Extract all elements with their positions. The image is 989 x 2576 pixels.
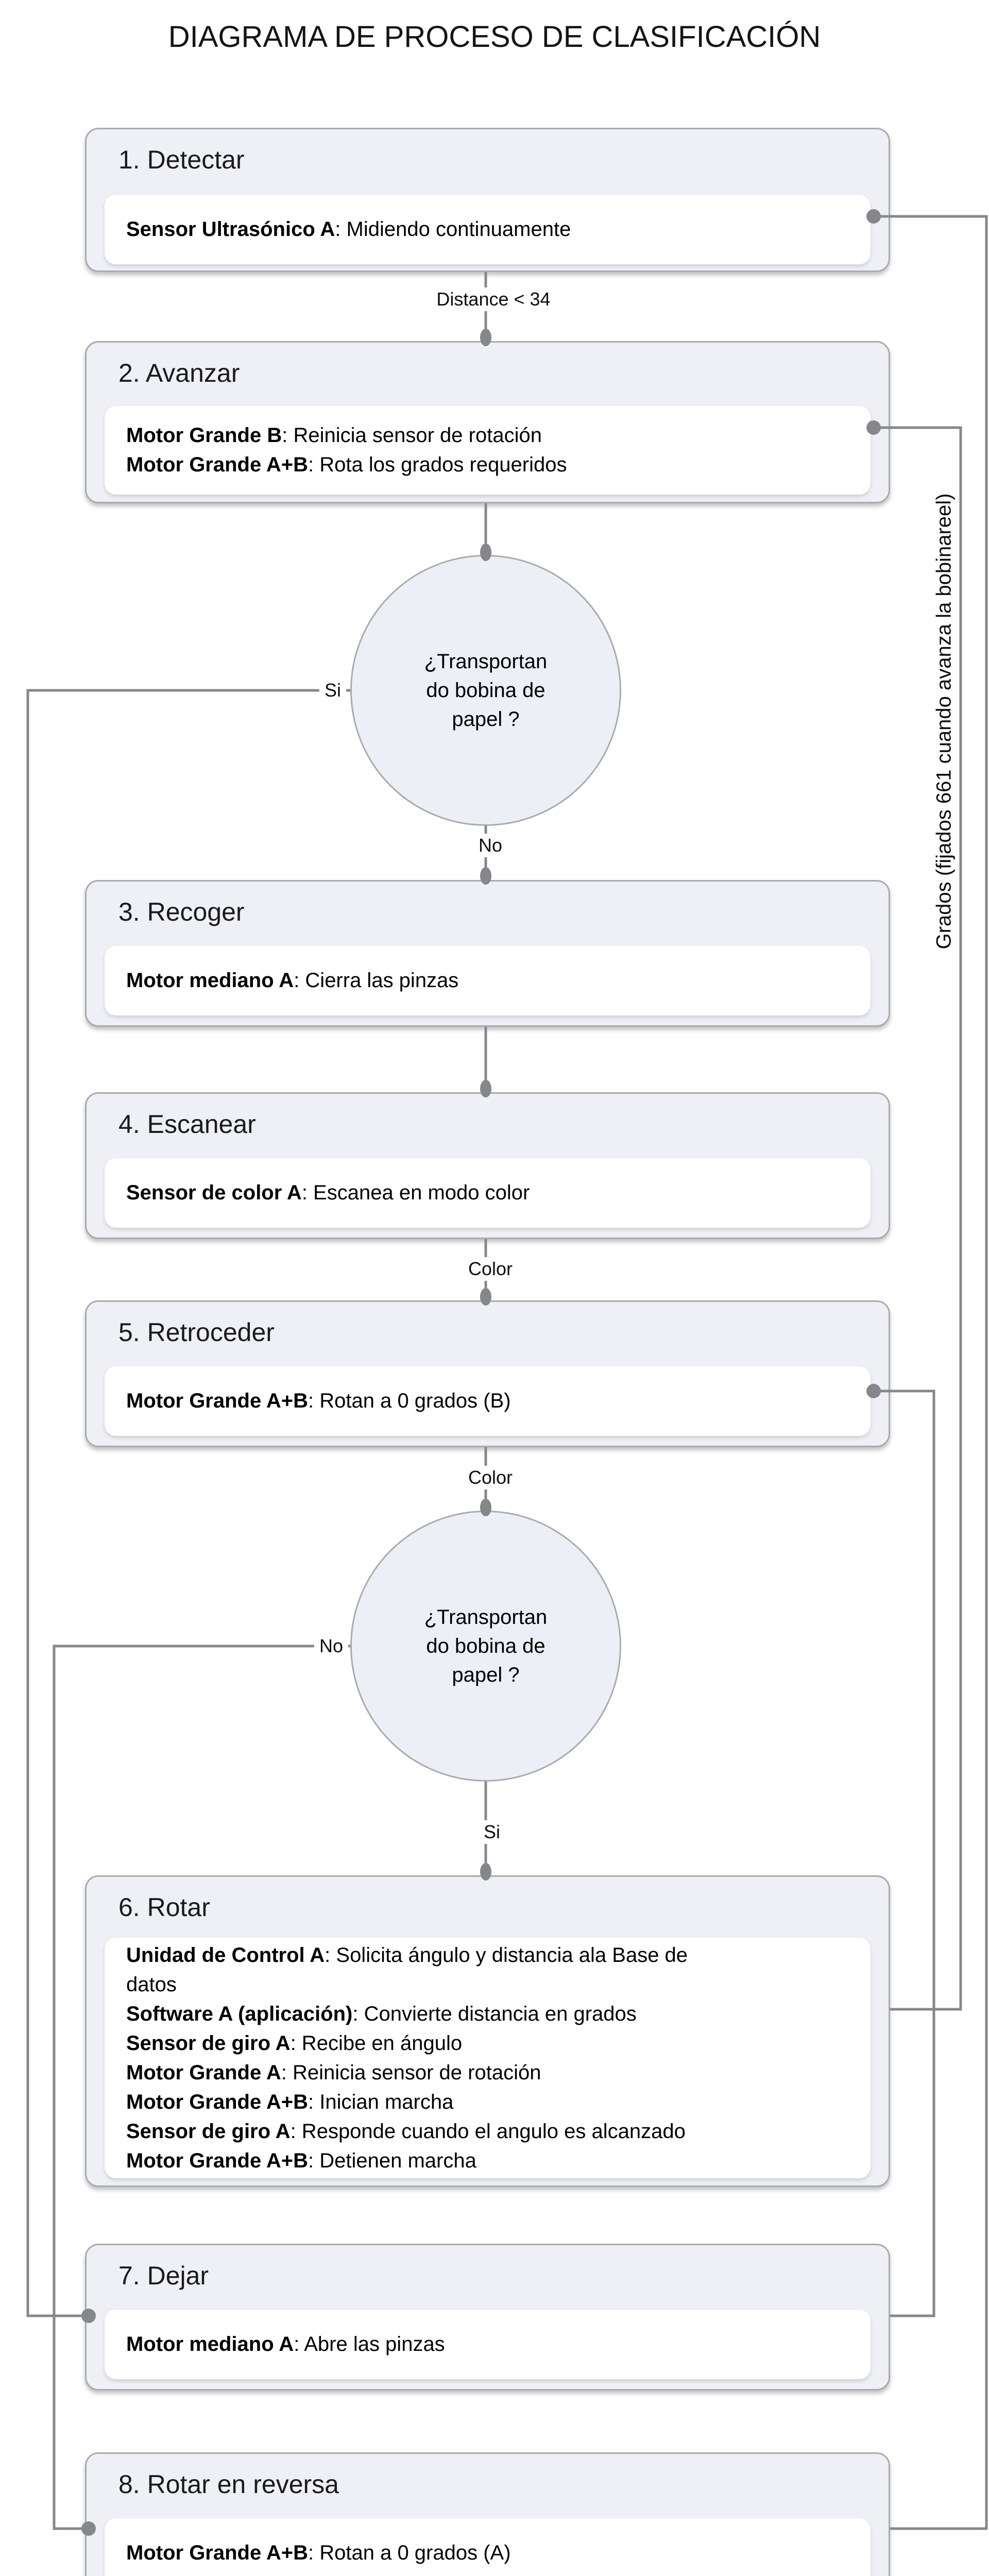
edge-label-color-2: Color	[463, 1466, 518, 1489]
decision-transporting-reel-2: ¿Transportan do bobina de papel ?	[350, 1511, 621, 1782]
step-title: 3. Recoger	[118, 897, 245, 926]
step-title: 1. Detectar	[118, 145, 245, 174]
step-title: 5. Retroceder	[118, 1318, 275, 1347]
step-action: datos	[126, 1973, 177, 1996]
step-body: Sensor de color A: Escanea en modo color	[105, 1158, 871, 1228]
decision-text-line: ¿Transportan	[424, 1606, 548, 1629]
step-title: 4. Escanear	[118, 1110, 256, 1139]
step-title: 6. Rotar	[118, 1893, 210, 1922]
decision-transporting-reel-1: ¿Transportan do bobina de papel ?	[350, 555, 621, 826]
decision-text-line: do bobina de	[426, 1635, 545, 1657]
step-box-recoger: 3. Recoger Motor mediano A: Cierra las p…	[85, 880, 890, 1027]
step-box-escanear: 4. Escanear Sensor de color A: Escanea e…	[85, 1092, 890, 1239]
decision-text-line: do bobina de	[426, 679, 545, 702]
edge-label-no-2: No	[314, 1634, 349, 1658]
step-action: Motor Grande A+B: Detienen marcha	[126, 2149, 476, 2172]
step-action: Unidad de Control A: Solicita ángulo y d…	[126, 1943, 688, 1967]
edge-label-si-2: Si	[478, 1820, 506, 1844]
step-body: Motor Grande B: Reinicia sensor de rotac…	[105, 406, 871, 495]
edge-label-distance: Distance < 34	[431, 287, 556, 311]
step-body: Motor mediano A: Cierra las pinzas	[105, 946, 871, 1015]
step-box-dejar: 7. Dejar Motor mediano A: Abre las pinza…	[85, 2244, 890, 2391]
decision-text-line: ¿Transportan	[424, 650, 548, 673]
edge-label-no-1: No	[473, 834, 508, 857]
step-action: Motor Grande A+B: Inician marcha	[126, 2090, 454, 2113]
step-action: Software A (aplicación): Convierte dista…	[126, 2002, 637, 2025]
step-action: Sensor Ultrasónico A: Midiendo continuam…	[126, 218, 571, 241]
decision-text-line: papel ?	[452, 708, 520, 731]
step-action: Motor Grande B: Reinicia sensor de rotac…	[126, 424, 542, 447]
page-title: DIAGRAMA DE PROCESO DE CLASIFICACIÓN	[168, 20, 821, 54]
step-body: Motor Grande A+B: Rotan a 0 grados (B)	[105, 1366, 871, 1436]
step-action: Motor mediano A: Abre las pinzas	[126, 2333, 445, 2355]
decision-text-line: papel ?	[452, 1664, 520, 1686]
step-action: Motor mediano A: Cierra las pinzas	[126, 969, 459, 992]
step-body: Motor mediano A: Abre las pinzas	[105, 2310, 871, 2379]
step-action: Sensor de color A: Escanea en modo color	[126, 1181, 530, 1204]
step-box-detectar: 1. Detectar Sensor Ultrasónico A: Midien…	[85, 128, 890, 272]
step-action: Motor Grande A+B: Rota los grados requer…	[126, 453, 567, 476]
step-action: Motor Grande A+B: Rotan a 0 grados (B)	[126, 1389, 511, 1412]
step-box-rotar-en-reversa: 8. Rotar en reversa Motor Grande A+B: Ro…	[85, 2452, 890, 2576]
step-box-retroceder: 5. Retroceder Motor Grande A+B: Rotan a …	[85, 1300, 890, 1447]
step-action: Motor Grande A: Reinicia sensor de rotac…	[126, 2061, 541, 2084]
step-body: Sensor Ultrasónico A: Midiendo continuam…	[105, 195, 871, 264]
step-action: Sensor de giro A: Responde cuando el ang…	[126, 2120, 686, 2143]
step-body: Motor Grande A+B: Rotan a 0 grados (A)	[105, 2518, 871, 2576]
step-title: 7. Dejar	[118, 2261, 209, 2290]
step-body: Unidad de Control A: Solicita ángulo y d…	[105, 1938, 871, 2178]
step-action: Motor Grande A+B: Rotan a 0 grados (A)	[126, 2541, 511, 2564]
step-title: 8. Rotar en reversa	[118, 2470, 339, 2499]
step-box-avanzar: 2. Avanzar Motor Grande B: Reinicia sens…	[85, 341, 890, 503]
edge-label-color-1: Color	[463, 1257, 518, 1281]
edge-label-si-1: Si	[319, 679, 347, 702]
edge-label-grados-vertical: Grados (fijados 661 cuando avanza la bob…	[931, 489, 957, 954]
step-title: 2. Avanzar	[118, 359, 240, 387]
step-box-rotar: 6. Rotar Unidad de Control A: Solicita á…	[85, 1875, 890, 2187]
step-action: Sensor de giro A: Recibe en ángulo	[126, 2031, 463, 2055]
